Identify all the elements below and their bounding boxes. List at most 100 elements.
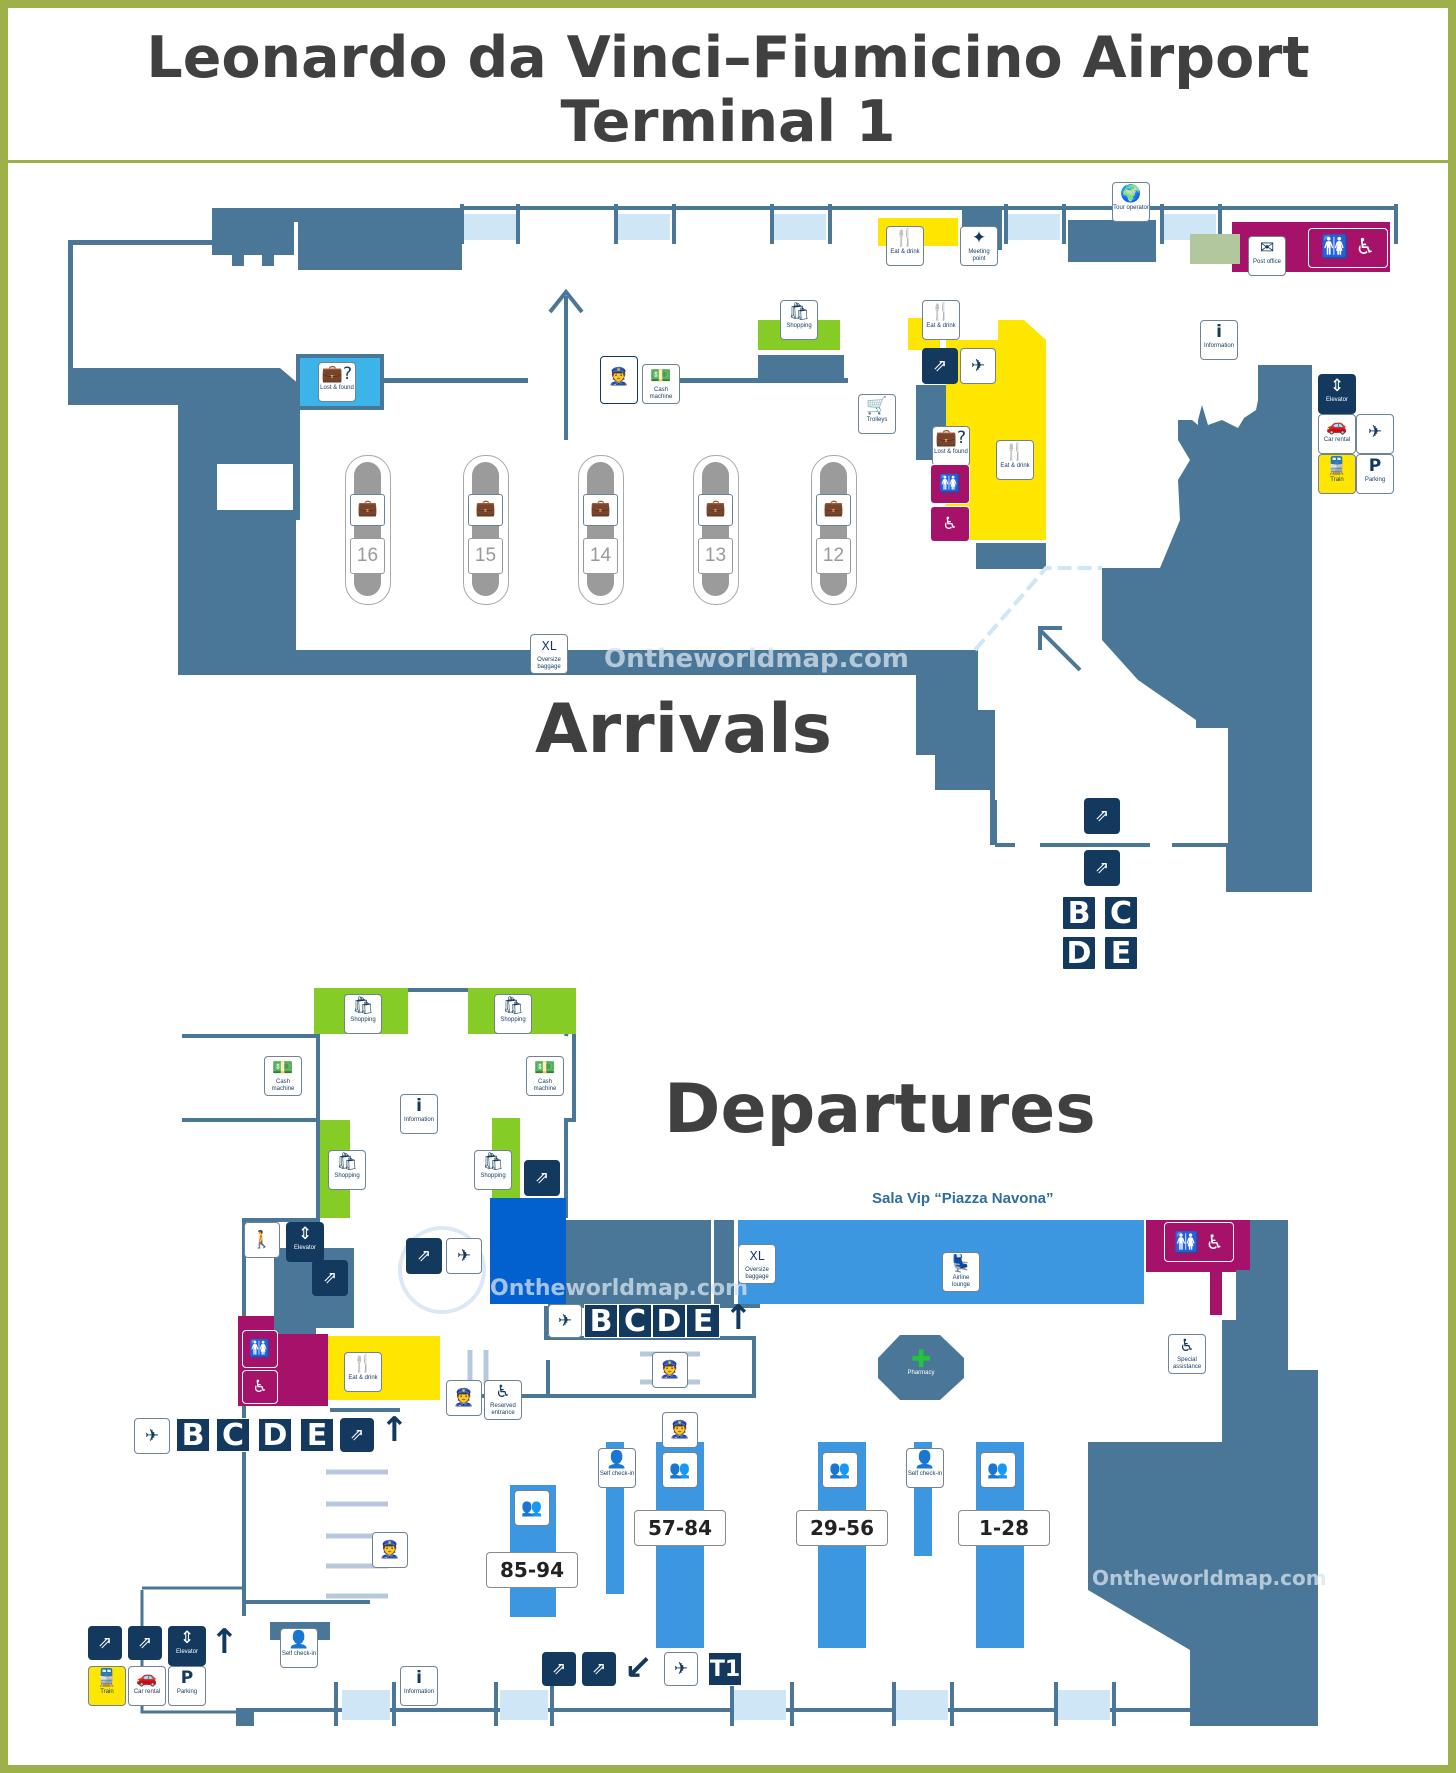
escalator-icon[interactable]: ⇗ xyxy=(312,1260,348,1296)
shopping-icon[interactable]: 🛍Shopping xyxy=(344,994,382,1034)
escalator-icon[interactable]: ⇗ xyxy=(582,1652,616,1686)
accessible-icon: ♿ xyxy=(242,1370,278,1404)
security-officer-icon: 👮 xyxy=(652,1352,688,1388)
airline-lounge-icon[interactable]: 💺Airline lounge xyxy=(942,1252,980,1292)
shopping-icon[interactable]: 🛍Shopping xyxy=(494,994,532,1034)
checkin-desks-29-56[interactable]: 29-56 xyxy=(796,1510,888,1546)
pier-b-sign: B xyxy=(176,1418,210,1453)
elevator-icon[interactable]: ⇕Elevator xyxy=(168,1626,206,1666)
reserved-entrance-icon[interactable]: ♿Reserved entrance xyxy=(484,1380,522,1420)
baggage-carousel-16[interactable]: 💼 16 xyxy=(345,455,391,605)
self-checkin-icon[interactable]: 👤Self check-in xyxy=(906,1448,944,1488)
self-checkin-icon[interactable]: 👤Self check-in xyxy=(280,1628,318,1668)
pharmacy-icon[interactable]: ✚Pharmacy xyxy=(902,1347,940,1386)
car-rental-icon[interactable]: 🚗Car rental xyxy=(1318,414,1356,454)
escalator-icon[interactable]: ⇗ xyxy=(88,1626,122,1660)
watermark-departures-2: Ontheworldmap.com xyxy=(1092,1566,1327,1590)
cash-machine-icon[interactable]: 💵Cash machine xyxy=(642,364,680,404)
checkin-desks-1-28[interactable]: 1-28 xyxy=(958,1510,1050,1546)
checkin-desks-85-94[interactable]: 85-94 xyxy=(486,1552,578,1588)
escalator-icon[interactable]: ⇗ xyxy=(524,1160,560,1196)
escalator-icon[interactable]: ⇗ xyxy=(340,1418,374,1452)
checkin-counter-icon: 👥 xyxy=(822,1452,858,1488)
up-arrow-icon: ↑ xyxy=(724,1298,753,1338)
pier-d-sign: D xyxy=(258,1418,292,1453)
tour-operator-icon[interactable]: 🌍Tour operator xyxy=(1112,182,1150,222)
departures-plane-icon-2: ✈ xyxy=(1356,414,1394,454)
train-icon[interactable]: 🚆Train xyxy=(88,1666,126,1706)
baggage-carousel-15[interactable]: 💼 15 xyxy=(463,455,509,605)
pier-d-sign: D xyxy=(1062,936,1096,971)
carousel-number: 15 xyxy=(468,538,503,574)
pier-b-sign: B xyxy=(584,1304,618,1339)
escalator-icon[interactable]: ⇗ xyxy=(922,348,958,384)
train-icon[interactable]: 🚆Train xyxy=(1318,454,1356,494)
pier-c-sign: C xyxy=(216,1418,250,1453)
title-box: Leonardo da Vinci–Fiumicino Airport Term… xyxy=(8,8,1448,163)
baggage-claim-icon: 💼 xyxy=(583,494,618,526)
watermark-arrivals: Ontheworldmap.com xyxy=(604,644,909,674)
up-arrow-icon: ↑ xyxy=(380,1410,409,1450)
car-rental-icon[interactable]: 🚗Car rental xyxy=(128,1666,166,1706)
meeting-point-icon[interactable]: ✦Meeting point xyxy=(960,226,998,266)
lost-found-icon-2[interactable]: 💼?Lost & found xyxy=(932,426,970,466)
restroom-icon: 🚻 xyxy=(930,464,970,504)
accessible-icon: ♿ xyxy=(930,506,970,542)
eat-drink-icon[interactable]: 🍴Eat & drink xyxy=(886,226,924,266)
restroom-icon: 🚻 xyxy=(242,1330,278,1368)
escalator-icon[interactable]: ⇗ xyxy=(542,1652,576,1686)
checkin-counter-icon: 👥 xyxy=(980,1452,1016,1488)
baggage-carousel-13[interactable]: 💼 13 xyxy=(693,455,739,605)
departures-label: Departures xyxy=(664,1070,1096,1149)
baggage-carousel-14[interactable]: 💼 14 xyxy=(578,455,624,605)
cash-machine-icon[interactable]: 💵Cash machine xyxy=(526,1056,564,1096)
baggage-carousel-12[interactable]: 💼 12 xyxy=(811,455,857,605)
restroom-icon: 🚻 ♿ xyxy=(1308,228,1388,268)
pier-e-sign: E xyxy=(300,1418,334,1453)
pier-b-sign: B xyxy=(1062,896,1096,931)
pier-e-sign: E xyxy=(686,1304,720,1339)
escalator-icon[interactable]: ⇗ xyxy=(406,1238,442,1274)
baggage-claim-icon: 💼 xyxy=(468,494,503,526)
up-arrow-icon: ↑ xyxy=(210,1622,239,1662)
elevator-icon[interactable]: ⇕Elevator xyxy=(1318,374,1356,414)
eat-drink-icon[interactable]: 🍴Eat & drink xyxy=(344,1352,382,1392)
self-checkin-icon[interactable]: 👤Self check-in xyxy=(598,1448,636,1488)
trolleys-icon[interactable]: 🛒Trolleys xyxy=(858,394,896,434)
shopping-icon[interactable]: 🛍Shopping xyxy=(328,1150,366,1190)
special-assistance-icon[interactable]: ♿Special assistance xyxy=(1168,1334,1206,1374)
carousel-number: 14 xyxy=(583,538,618,574)
departures-plane-icon: ✈ xyxy=(548,1304,582,1338)
down-left-arrow-icon: ↙ xyxy=(624,1648,653,1688)
map-subtitle: Terminal 1 xyxy=(560,89,896,155)
checkin-desks-57-84[interactable]: 57-84 xyxy=(634,1510,726,1546)
departures-plane-icon: ✈ xyxy=(446,1238,482,1274)
cash-machine-icon[interactable]: 💵Cash machine xyxy=(264,1056,302,1096)
map-title: Leonardo da Vinci–Fiumicino Airport xyxy=(146,25,1310,91)
escalator-icon[interactable]: ⇗ xyxy=(1084,850,1120,886)
shopping-icon[interactable]: 🛍Shopping xyxy=(780,300,818,340)
arrivals-plane-icon: ✈ xyxy=(664,1652,698,1686)
security-officer-icon: 👮 xyxy=(662,1412,698,1448)
arrivals-label: Arrivals xyxy=(535,690,833,769)
escalator-icon[interactable]: ⇗ xyxy=(128,1626,162,1660)
terminal-sign: T1 xyxy=(708,1652,742,1686)
eat-drink-icon-2[interactable]: 🍴Eat & drink xyxy=(922,300,960,340)
elevator-icon[interactable]: ⇕Elevator xyxy=(286,1222,324,1262)
lost-found-icon[interactable]: 💼?Lost & found xyxy=(318,362,356,402)
watermark-departures: Ontheworldmap.com xyxy=(490,1276,748,1301)
arrivals-top-wall xyxy=(460,204,1398,244)
post-office-icon[interactable]: ✉Post office xyxy=(1248,236,1286,276)
eat-drink-icon-3[interactable]: 🍴Eat & drink xyxy=(996,440,1034,480)
shopping-icon[interactable]: 🛍Shopping xyxy=(474,1150,512,1190)
escalator-icon[interactable]: ⇗ xyxy=(1084,798,1120,834)
carousel-number: 16 xyxy=(350,538,385,574)
